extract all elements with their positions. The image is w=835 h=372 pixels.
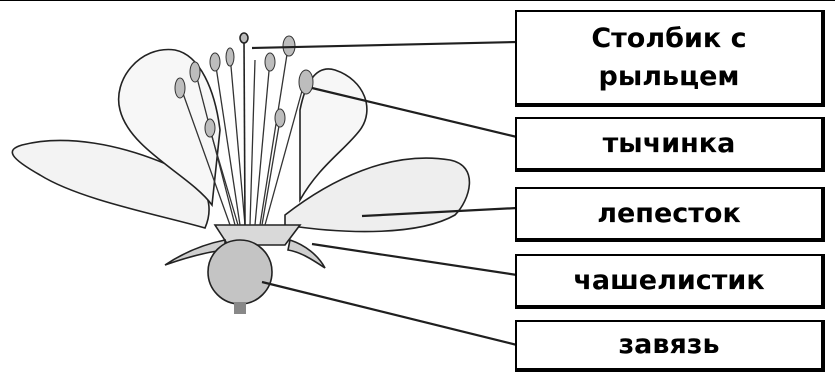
sepal-label: чашелистик (515, 254, 825, 309)
ovary-leader (262, 282, 517, 345)
ovary (208, 240, 272, 304)
style (244, 40, 245, 225)
petal-label: лепесток (515, 187, 825, 242)
sepal-leader (312, 244, 517, 275)
ovary-label-text: завязь (618, 326, 719, 364)
flower-illustration (12, 33, 469, 314)
petal-label-text: лепесток (597, 195, 741, 233)
stigma (240, 33, 248, 43)
ovary-label: завязь (515, 320, 825, 372)
pistil-label: Столбик с рыльцем (515, 10, 825, 107)
sepal-label-text: чашелистик (573, 262, 764, 300)
stamen-label-text: тычинка (603, 125, 736, 163)
stamen-label: тычинка (515, 117, 825, 172)
ovary-stalk (234, 302, 246, 314)
pistil-label-text: Столбик с рыльцем (517, 20, 821, 96)
